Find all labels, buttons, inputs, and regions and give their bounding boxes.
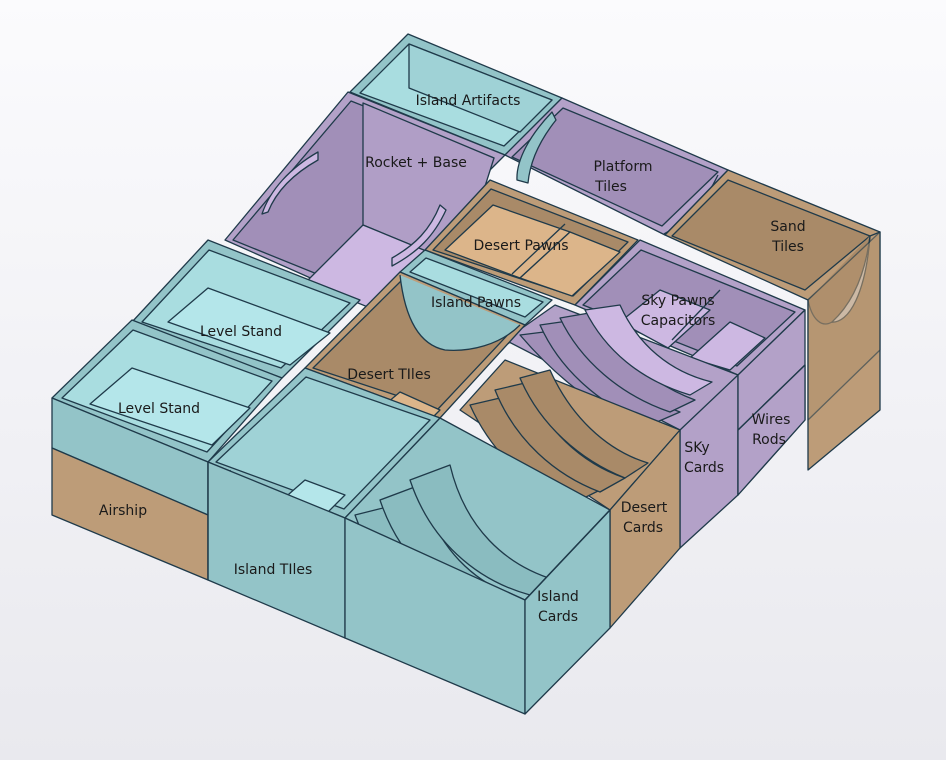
sand-tiles-label-1: Sand	[770, 219, 806, 235]
rods-label: Rods	[752, 432, 786, 448]
island-artifacts-box	[349, 33, 563, 156]
desert-cards-label-1: Desert	[620, 500, 668, 516]
desert-tiles-box	[304, 271, 526, 451]
airship-label: Airship	[98, 503, 148, 519]
level-stand-bottom-label: Level Stand	[117, 401, 201, 417]
island-artifacts-label: Island Artifacts	[415, 93, 521, 109]
desert-tiles-label: Desert TIles	[347, 367, 431, 383]
rocket-base-label: Rocket + Base	[365, 155, 467, 171]
front-walls	[51, 397, 611, 715]
level-stand-top-label: Level Stand	[199, 324, 283, 340]
sand-tiles-box	[664, 169, 881, 471]
desert-cards-label-2: Cards	[622, 520, 664, 536]
desert-pawns-label: Desert Pawns	[473, 238, 569, 254]
desert-cards-trays	[459, 359, 681, 629]
island-cards-label-2: Cards	[537, 609, 579, 625]
level-stand-boxes	[51, 239, 361, 463]
capacitors-label: Capacitors	[640, 313, 716, 329]
sky-cards-label-2: Cards	[683, 460, 725, 476]
sky-cards-trays	[504, 304, 739, 431]
platform-tiles-box	[504, 97, 729, 236]
platform-tiles-label-2: Tiles	[595, 179, 627, 195]
sky-pawns-box	[574, 239, 806, 376]
sky-pawns-label: Sky Pawns	[641, 293, 715, 309]
desert-pawns-box	[424, 179, 639, 306]
platform-tiles-label-1: Platform	[593, 159, 653, 175]
sky-cards-walls	[679, 309, 806, 549]
island-tiles-label: Island TIles	[233, 562, 313, 578]
sand-tiles-label-2: Tiles	[772, 239, 804, 255]
island-cards-label-1: Island	[537, 589, 579, 605]
wires-label: Wires	[751, 412, 791, 428]
island-pawns-label: Island Pawns	[430, 295, 522, 311]
sky-cards-label-1: SKy	[684, 440, 710, 456]
